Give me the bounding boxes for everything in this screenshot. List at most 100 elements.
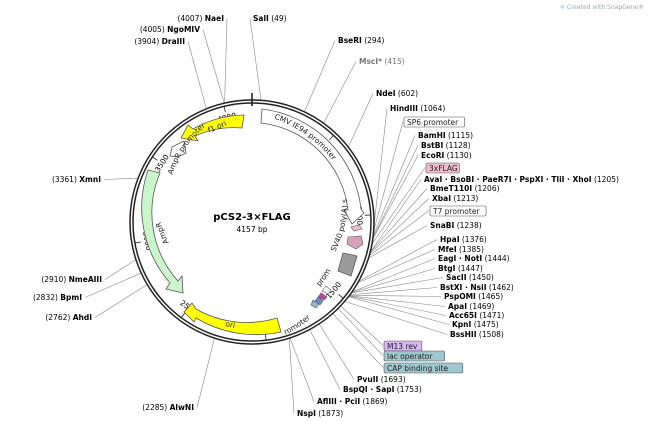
site-bstxi-nsii[interactable]: BstXI · NsiI (1462) [440,283,514,292]
site-ndei[interactable]: NdeI (602) [376,89,418,98]
enzyme-name: BseRI [338,36,362,45]
site-label-text: (3904) DraIII [134,37,185,46]
site-3xflag[interactable]: 3xFLAG [425,162,460,174]
leader-line [84,272,142,298]
site-sp6-promoter[interactable]: SP6 promoter [403,116,465,128]
leader-line [372,135,416,237]
site-labels: SalI (49) BseRI (294) MscI* (415) NdeI (602… [33,14,619,418]
site-ahdi[interactable]: (2762) AhdI [45,313,92,322]
ori-feature[interactable] [183,302,282,336]
site-btgi[interactable]: BtgI (1447) [438,264,483,273]
leader-line [368,225,428,259]
site-bstbi[interactable]: BstBI (1128) [421,141,471,150]
enzyme-name: SalI [253,14,269,23]
site-t7-promoter[interactable]: T7 promoter [429,205,487,217]
site-position: (3904) [134,37,161,46]
site-bspqi-sapi[interactable]: BspQI · SapI (1753) [343,385,422,394]
site-pvuii[interactable]: PvuII (1693) [357,375,406,384]
leader-line [349,295,446,307]
site-position: (1385) [457,245,484,254]
leader-line [372,145,419,239]
feature-label-text: T7 promoter [432,207,480,216]
site-label-text: BseRI (294) [338,36,384,45]
site-avai-bsobi-paer7i-pspxi-tlii-xhoi[interactable]: AvaI · BsoBI · PaeR7I · PspXI · TliI · X… [424,175,619,184]
sv40-polya-signal-feature[interactable] [337,252,358,277]
ampr-feature[interactable] [141,169,184,294]
feature-label-text: SP6 promoter [407,118,459,127]
site-mfei[interactable]: MfeI (1385) [438,245,484,254]
leader-line [358,239,438,282]
site-m13-rev[interactable]: M13 rev [383,340,423,352]
site-label-text: EagI · NotI (1444) [438,254,510,263]
leader-line [94,284,148,318]
site-kpni[interactable]: KpnI (1475) [452,320,499,329]
enzyme-name: AvaI · BsoBI · PaeR7I · PspXI · TliI · X… [424,175,592,184]
lac-operator-feature[interactable] [314,296,324,306]
site-position: (1869) [360,397,387,406]
site-ecori[interactable]: EcoRI (1130) [421,151,472,160]
site-bsshii[interactable]: BssHII (1508) [450,330,504,339]
site-afliii-pcii[interactable]: AflIII · PciI (1869) [317,397,388,406]
site-label-text: AvaI · BsoBI · PaeR7I · PspXI · TliI · X… [424,175,619,184]
site-pspomi[interactable]: PspOMI (1465) [444,292,503,301]
cap-binding-site-feature[interactable] [310,299,320,309]
site-label-text: (3361) XmnI [52,175,101,184]
m13-rev-feature[interactable] [317,292,328,301]
site-acc65i[interactable]: Acc65I (1471) [449,311,504,320]
site-position: (49) [269,14,287,23]
site-position: (602) [396,89,419,98]
site-position: (4005) [140,25,167,34]
site-label-text: NspI (1873) [297,409,343,418]
enzyme-name: KpnI [452,320,472,329]
site-position: (1469) [467,302,494,311]
tick-mark [338,294,344,299]
site-bseri[interactable]: BseRI (294) [338,36,384,45]
site-bmet110i[interactable]: BmeT110I (1206) [430,184,500,193]
site-naei[interactable]: (4007) NaeI [177,14,224,23]
site-position: (4007) [177,14,204,23]
leader-line [349,294,442,297]
leader-line [332,313,384,368]
leader-line [369,179,422,253]
site-apai[interactable]: ApaI (1469) [448,302,494,311]
site-lac-operator[interactable]: lac operator [383,350,445,362]
site-nspi[interactable]: NspI (1873) [297,409,343,418]
site-xmni[interactable]: (3361) XmnI [52,175,101,184]
site-bpmi[interactable]: (2832) BpmI [33,293,82,302]
site-xbai[interactable]: XbaI (1213) [432,194,478,203]
site-cap-binding-site[interactable]: CAP binding site [383,362,464,374]
site-alwni[interactable]: (2285) AlwNI [142,403,194,412]
plasmid-size: 4157 bp [237,225,268,234]
cmv-ie94-promoter-feature[interactable] [260,108,365,225]
leader-line [318,323,355,380]
leader-lines [84,18,450,414]
site-position: (2762) [45,313,72,322]
site-sacii[interactable]: SacII (1450) [446,273,494,282]
site-hindiii[interactable]: HindIII (1064) [390,104,445,113]
site-sali[interactable]: SalI (49) [253,14,287,23]
ori-label: ori [225,319,236,330]
site-draiii[interactable]: (3904) DraIII [134,37,185,46]
site-snabi[interactable]: SnaBI (1238) [430,221,482,230]
site-hpai[interactable]: HpaI (1376) [440,235,487,244]
f1-ori-feature[interactable] [180,114,245,142]
site-nmeaiii[interactable]: (2910) NmeAIII [41,275,102,284]
site-eagi-noti[interactable]: EagI · NotI (1444) [438,254,510,263]
leader-line [373,121,404,232]
t7-promoter-feature[interactable] [346,235,364,250]
leader-line [371,167,426,245]
leader-line [323,61,357,124]
leader-line [357,249,436,284]
site-position: (1213) [451,194,478,203]
site-msci[interactable]: MscI* (415) [359,57,405,66]
leader-line [348,296,450,325]
site-ngomiv[interactable]: (4005) NgoMIV [140,25,200,34]
t3-promoter-feature[interactable] [321,285,332,295]
site-label-text: BstXI · NsiI (1462) [440,283,514,292]
ampr-promoter-feature[interactable] [169,140,187,158]
site-bamhi[interactable]: BamHI (1115) [418,131,473,140]
3xflag-feature[interactable] [350,224,363,232]
enzyme-name: HindIII [390,104,418,113]
leader-line [351,277,444,294]
